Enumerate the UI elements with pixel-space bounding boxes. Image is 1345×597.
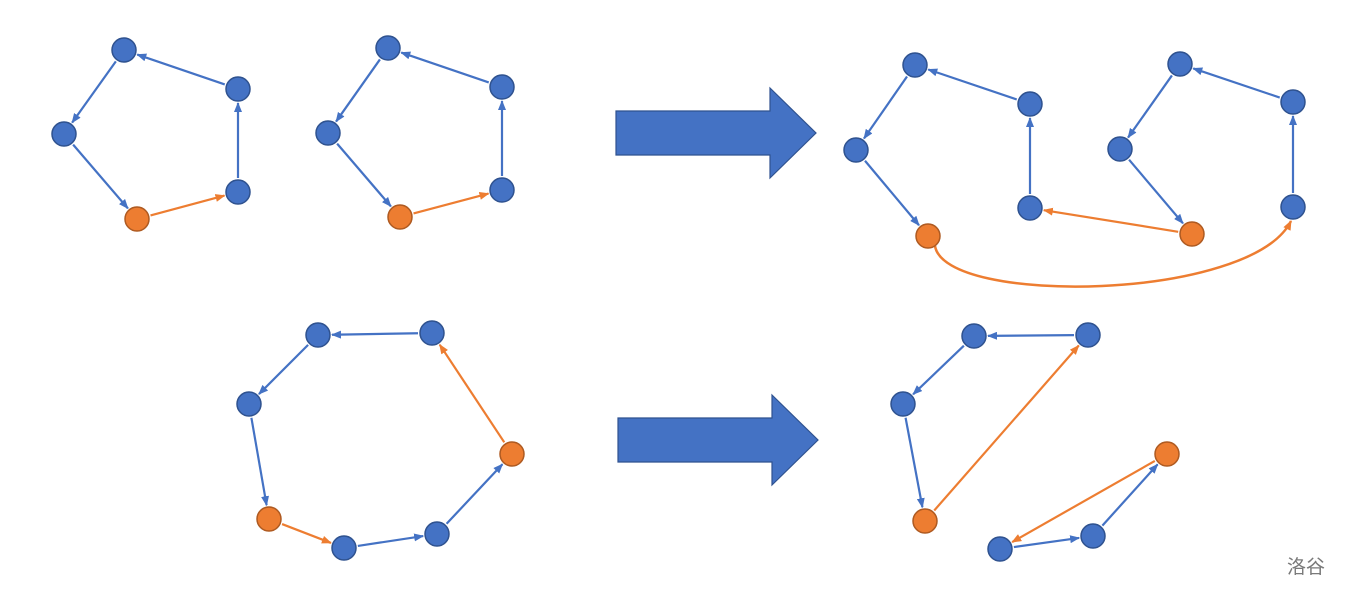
split-cycles-edges [904,331,1159,549]
split-cycles-nodes [890,322,1180,562]
merged-cycle-nodes [843,51,1306,249]
blue-node [987,536,1013,562]
orange-edge [1042,207,1179,233]
blue-edge [912,344,965,396]
orange-node [1179,221,1205,247]
transform-arrow-bottom [617,393,819,487]
blue-edge [336,142,392,208]
orange-edge [413,192,490,215]
blue-node [1280,194,1306,220]
orange-node [1154,441,1180,467]
blue-node [375,35,401,61]
transform-arrows-layer [615,86,819,487]
blue-node [51,121,77,147]
blue-node [1280,89,1306,115]
blue-node [419,320,445,346]
blue-edge [863,75,908,140]
orange-edge [150,194,226,217]
blue-edge [445,463,504,525]
blue-edge [400,51,490,84]
blue-node [111,37,137,63]
blue-node [236,391,262,417]
blue-edge [1013,535,1081,549]
merged-cycle-edges [863,67,1297,288]
blue-edge [250,417,270,507]
blue-node [902,52,928,78]
blue-edge [1101,463,1159,527]
luogu-watermark: 洛谷 [1286,556,1325,578]
blue-edge [357,533,425,548]
blue-node [890,391,916,417]
blue-edge [335,58,381,123]
blue-node [489,74,515,100]
blue-node [1080,523,1106,549]
blue-node [1017,195,1043,221]
cycle-a-edges [71,53,242,217]
edges-layer [71,51,1297,549]
blue-edge [330,330,419,339]
orange-node [124,206,150,232]
blue-edge [1128,158,1184,225]
blue-edge [864,160,920,227]
orange-node [912,508,938,534]
big-cycle-nodes [236,320,525,561]
blue-edge [1192,67,1281,99]
orange-node [499,441,525,467]
orange-node [387,204,413,230]
orange-node [256,506,282,532]
transform-arrow-top [615,86,817,180]
blue-node [424,521,450,547]
cycle-a-nodes [51,37,251,232]
blue-edge [72,143,129,210]
orange-node [915,223,941,249]
orange-curved-edge [933,220,1293,288]
blue-node [225,76,251,102]
blue-node [331,535,357,561]
orange-edge [1011,459,1156,544]
blue-node [315,120,341,146]
blue-edge [258,344,309,395]
orange-edge [438,343,506,443]
blue-node [1075,322,1101,348]
blue-edge [927,68,1018,101]
blue-node [489,177,515,203]
nodes-layer [51,35,1306,562]
blue-node [1017,91,1043,117]
blue-node [1167,51,1193,77]
blue-node [305,322,331,348]
blue-node [961,323,987,349]
cycle-b-edges [335,51,506,215]
blue-edge [986,331,1075,340]
orange-edge [933,344,1080,512]
orange-edge [281,523,332,544]
blue-node [225,179,251,205]
blue-edge [1127,74,1173,139]
blue-edge [136,53,226,86]
blue-node [1107,136,1133,162]
cycle-b-nodes [315,35,515,230]
big-cycle-edges [250,330,506,548]
blue-edge [71,60,117,124]
blue-edge [904,417,925,509]
blue-node [843,137,869,163]
